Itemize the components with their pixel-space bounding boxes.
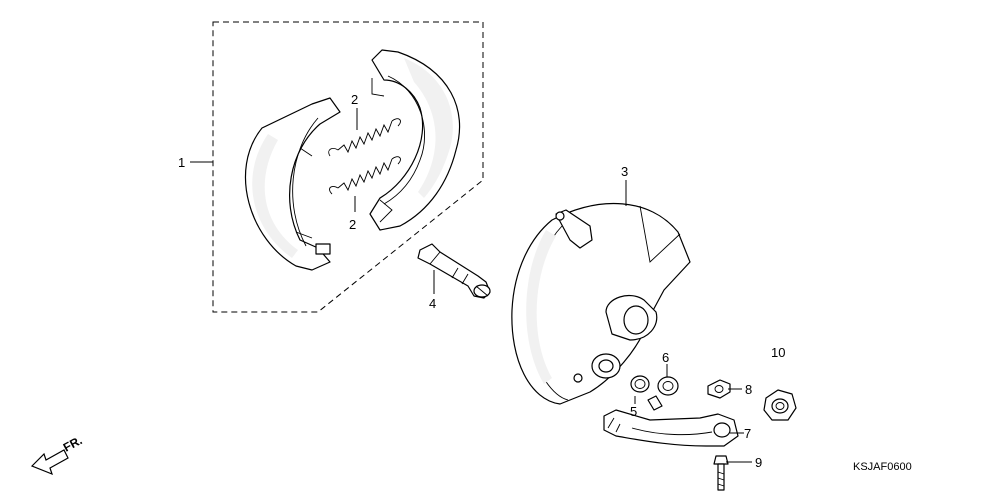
brake-shoe-left[interactable]: [244, 97, 341, 271]
brake-arm[interactable]: [603, 409, 739, 447]
bolt[interactable]: [713, 455, 729, 491]
callout-3: 3: [621, 164, 628, 179]
callout-8: 8: [745, 382, 752, 397]
arrow-left-icon: [30, 449, 69, 476]
nut-small[interactable]: [707, 379, 731, 399]
callout-4: 4: [429, 296, 436, 311]
callout-2-lower: 2: [349, 217, 356, 232]
callout-10: 10: [771, 345, 785, 360]
return-spring-upper[interactable]: [328, 118, 401, 157]
return-spring-lower[interactable]: [329, 156, 401, 195]
dust-seal[interactable]: [630, 375, 650, 393]
assembly-group-box: [212, 21, 484, 313]
brake-cam-shaft[interactable]: [417, 243, 491, 299]
diagram-code: KSJAF0600: [853, 461, 912, 473]
axle-nut[interactable]: [763, 389, 797, 421]
wear-indicator-plate[interactable]: [647, 376, 679, 411]
callout-2-upper: 2: [351, 92, 358, 107]
brake-shoe-right[interactable]: [369, 49, 461, 231]
callout-6: 6: [662, 350, 669, 365]
callout-5: 5: [630, 404, 637, 419]
callout-9: 9: [755, 455, 762, 470]
front-direction-marker: FR.: [30, 433, 84, 476]
brake-panel[interactable]: [511, 202, 691, 405]
callout-7: 7: [744, 426, 751, 441]
callout-1: 1: [178, 155, 185, 170]
